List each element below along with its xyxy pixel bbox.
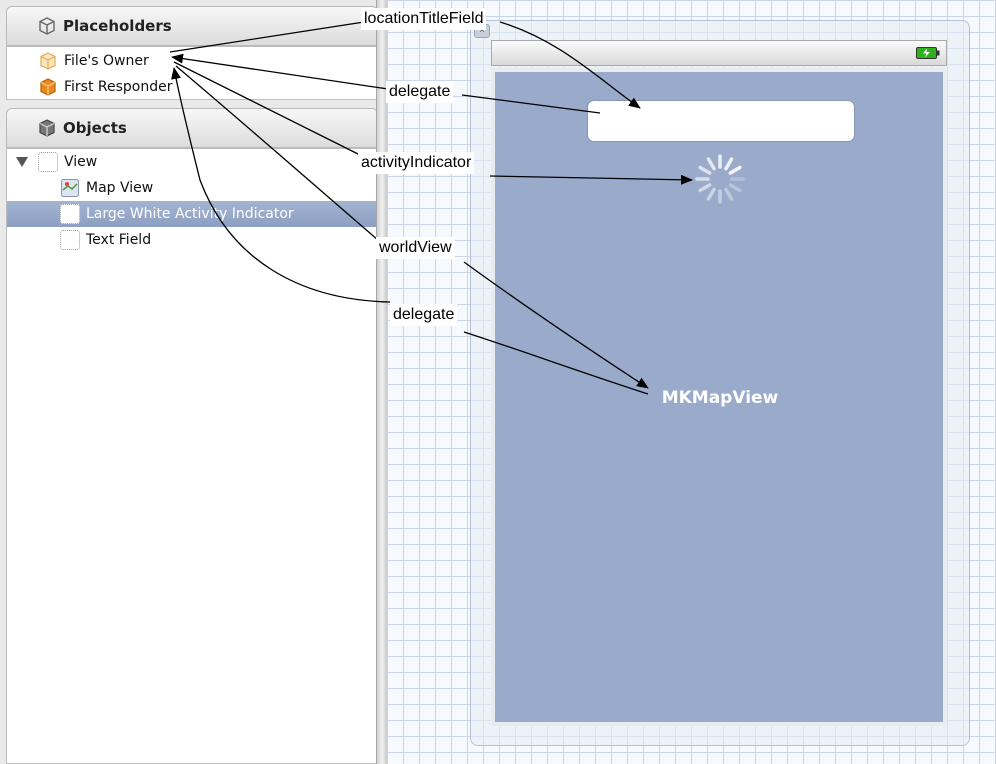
tree-item-label: Large White Activity Indicator (86, 206, 294, 222)
spinner-spoke (706, 157, 716, 171)
annotation-world-view: worldView (376, 237, 455, 259)
activity-indicator-spinner-icon[interactable] (693, 152, 747, 206)
spinner-spoke (706, 187, 716, 201)
tree-item-view[interactable]: View (38, 149, 97, 175)
annotation-delegate-map-view: delegate (390, 304, 458, 326)
annotation-delegate-text-field: delegate (386, 81, 454, 103)
arrow-delegate-map-view (174, 68, 649, 395)
placeholder-item-files-owner[interactable]: File's Owner (38, 48, 149, 74)
status-bar (491, 40, 947, 66)
document-outline: Placeholders File's Owner First Responde… (0, 0, 386, 764)
placeholder-item-first-responder[interactable]: First Responder (38, 74, 173, 100)
placeholders-panel (6, 46, 378, 100)
files-owner-cube-icon (40, 52, 56, 70)
spinner-spoke (724, 187, 734, 201)
placeholder-label: First Responder (64, 79, 173, 95)
objects-panel (6, 148, 378, 764)
tree-item-activity-indicator[interactable]: Large White Activity Indicator (7, 201, 377, 227)
tree-item-label: View (64, 154, 98, 170)
text-field-icon (60, 230, 80, 250)
objects-title: Objects (63, 119, 127, 137)
spinner-spoke (724, 157, 734, 171)
tree-item-label: Text Field (86, 232, 152, 248)
cube-icon (39, 119, 55, 137)
objects-header[interactable]: Objects (6, 108, 378, 148)
tree-item-label: Map View (86, 180, 154, 196)
arrow-activity-indicator (173, 61, 692, 180)
annotation-location-title-field: locationTitleField (361, 8, 487, 30)
split-view-divider[interactable] (376, 0, 387, 764)
spinner-spoke (728, 183, 742, 193)
spinner-spoke (728, 165, 742, 175)
map-view-class-label: MKMapView (661, 388, 779, 408)
disclosure-triangle-icon[interactable] (16, 157, 28, 167)
arrow-delegate-text-field (172, 57, 601, 114)
first-responder-cube-icon (40, 78, 56, 96)
cube-icon (39, 17, 55, 35)
tree-item-text-field[interactable]: Text Field (60, 227, 151, 253)
arrow-location-title-field (169, 21, 640, 108)
arrow-world-view (175, 65, 648, 388)
placeholders-header[interactable]: Placeholders (6, 6, 378, 46)
view-icon (38, 152, 58, 172)
annotation-activity-indicator: activityIndicator (358, 152, 475, 174)
placeholder-label: File's Owner (64, 53, 149, 69)
activity-indicator-icon (60, 204, 80, 224)
placeholders-title: Placeholders (63, 17, 172, 35)
map-view-icon (61, 179, 79, 197)
tree-item-map-view[interactable]: Map View (60, 175, 153, 201)
battery-charging-icon (916, 47, 940, 59)
